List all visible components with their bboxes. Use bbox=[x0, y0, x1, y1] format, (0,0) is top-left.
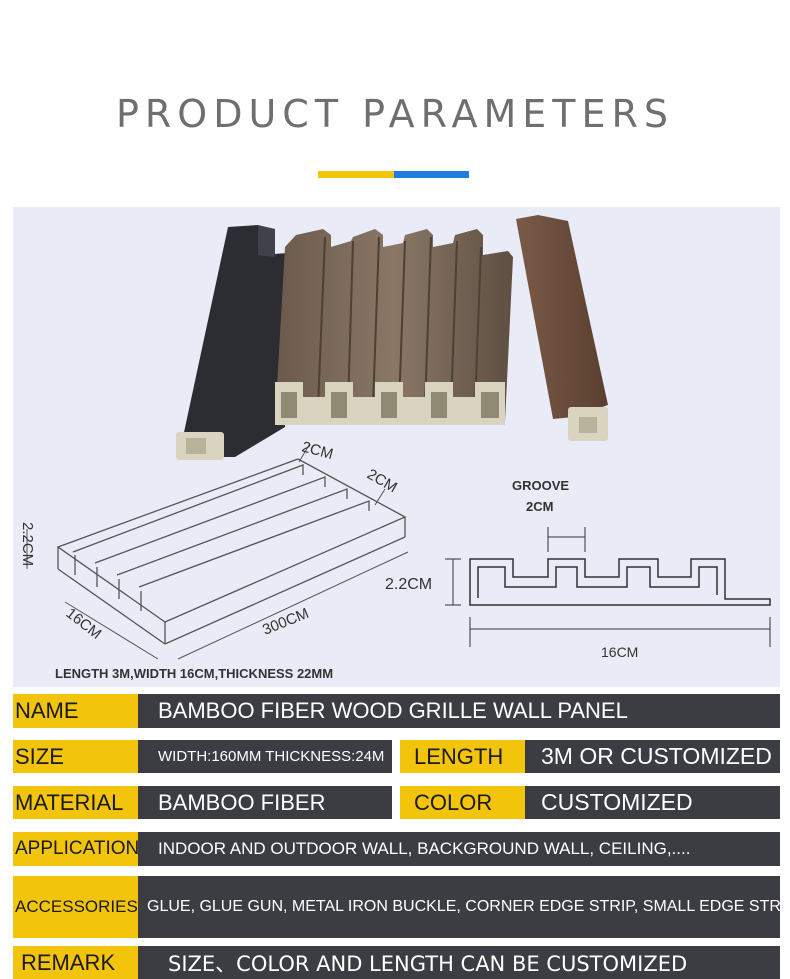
dim-2cm-top: 2CM bbox=[300, 438, 335, 463]
size-value: WIDTH:160MM THICKNESS:24M bbox=[138, 740, 392, 773]
application-label: APPLICATION bbox=[13, 832, 139, 866]
accessories-value: GLUE, GLUE GUN, METAL IRON BUCKLE, CORNE… bbox=[138, 876, 780, 938]
application-value: INDOOR AND OUTDOOR WALL, BACKGROUND WALL… bbox=[138, 832, 780, 866]
remark-value: SIZE、COLOR AND LENGTH CAN BE CUSTOMIZED bbox=[138, 946, 780, 979]
dim-width-left: 16CM bbox=[63, 605, 105, 643]
groove-label: GROOVE bbox=[512, 478, 569, 493]
color-value: CUSTOMIZED bbox=[525, 786, 780, 819]
black-panel-piece bbox=[176, 225, 289, 460]
dimensions-caption: LENGTH 3M,WIDTH 16CM,THICKNESS 22MM bbox=[55, 666, 333, 681]
title-underline-yellow bbox=[318, 171, 394, 178]
dimension-labels: 2CM 2CM 2.2CM 16CM 300CM GROOVE 2CM 2.2C… bbox=[19, 438, 638, 681]
product-illustration: 2CM 2CM 2.2CM 16CM 300CM GROOVE 2CM 2.2C… bbox=[19, 215, 771, 681]
product-image-panel: 2CM 2CM 2.2CM 16CM 300CM GROOVE 2CM 2.2C… bbox=[13, 207, 780, 687]
length-label: LENGTH bbox=[400, 740, 525, 773]
name-value: BAMBOO FIBER WOOD GRILLE WALL PANEL bbox=[138, 694, 780, 728]
groove-width: 2CM bbox=[526, 499, 553, 514]
title-underline-blue bbox=[394, 171, 469, 178]
dim-2cm-side: 2CM bbox=[364, 466, 400, 497]
profile-height: 2.2CM bbox=[385, 576, 432, 593]
size-label: SIZE bbox=[13, 740, 138, 773]
length-value: 3M OR CUSTOMIZED bbox=[525, 740, 780, 773]
remark-label: REMARK bbox=[13, 946, 138, 979]
isometric-dimension-drawing bbox=[26, 444, 409, 660]
accessories-label: ACCESSORIES bbox=[13, 876, 138, 938]
profile-width: 16CM bbox=[601, 644, 638, 660]
name-label: NAME bbox=[13, 694, 138, 728]
wood-square-piece bbox=[516, 215, 608, 441]
dim-length: 300CM bbox=[260, 605, 311, 639]
profile-dimension-drawing bbox=[445, 527, 771, 647]
page-title: PRODUCT PARAMETERS bbox=[115, 92, 674, 136]
dim-height-left: 2.2CM bbox=[19, 522, 36, 566]
material-label: MATERIAL bbox=[13, 786, 138, 819]
material-value: BAMBOO FIBER bbox=[138, 786, 392, 819]
color-label: COLOR bbox=[400, 786, 525, 819]
wood-grille-panel bbox=[275, 229, 513, 425]
